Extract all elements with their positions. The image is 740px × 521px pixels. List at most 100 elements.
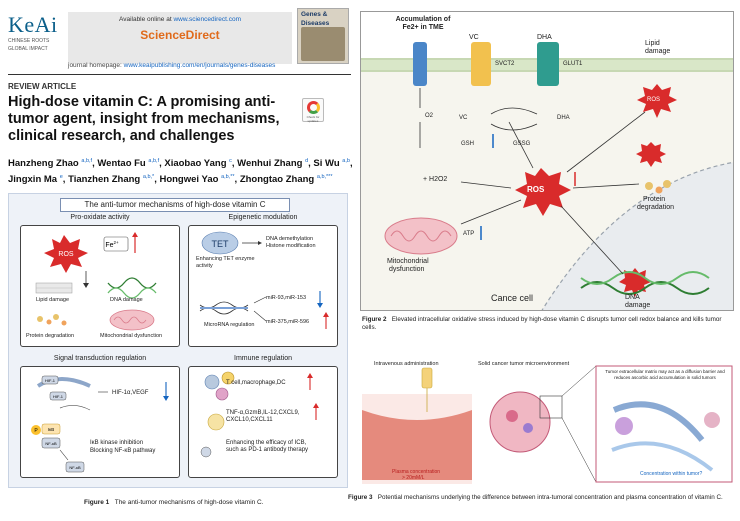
- vc-inside-label: VC: [459, 115, 468, 121]
- plasma-concentration-label-1: Plasma concentration: [392, 469, 441, 475]
- panel-epigenetic-heading: Epigenetic modulation: [228, 214, 298, 221]
- author-name: Wentao Fu: [97, 158, 149, 170]
- dna-damage-label-2: damage: [625, 302, 651, 309]
- vc-outside-label: VC: [469, 34, 479, 41]
- author-affiliation[interactable]: d: [305, 158, 309, 164]
- hif-box-1: [41, 375, 59, 385]
- dha-inside-label: DHA: [557, 115, 570, 121]
- dha-outside-label: DHA: [537, 34, 552, 41]
- tumor-cell-zoom-1: [615, 417, 633, 435]
- author-affiliation[interactable]: a,b,***: [316, 173, 333, 180]
- author-affiliation[interactable]: c: [229, 158, 232, 164]
- ros-lipid-label: ROS: [647, 97, 661, 103]
- update-icon: [307, 101, 320, 114]
- atp-label: ATP: [463, 231, 475, 237]
- mir-93-153-label: miR-93,miR-153: [266, 295, 307, 301]
- tet-enzyme-icon: [201, 231, 239, 255]
- keai-logo: KeAi CHINESE ROOTS GLOBAL IMPACT: [8, 14, 64, 62]
- author-affiliation[interactable]: a,b,**: [221, 173, 235, 180]
- tet-arrowhead: [258, 241, 262, 245]
- author-affiliation[interactable]: a,b,f: [148, 158, 160, 164]
- fe-h2o2-label: + H2O2: [423, 176, 448, 183]
- hif-box-2: [49, 391, 67, 401]
- tumor-cell-2: [523, 423, 533, 433]
- nfkb-tag: NF-κB: [45, 441, 57, 446]
- mitochondrial-dysfunction-label-1: Mitochondrial: [387, 258, 429, 265]
- figure-2: Accumulation of Fe2+ in TME VC DHA SVCT2…: [360, 11, 734, 311]
- matrix-barrier-label: Tumor extracellular matrix may act as a …: [605, 369, 725, 380]
- phosphate-icon: [31, 425, 41, 435]
- pathway-arrows: [419, 88, 646, 275]
- sciencedirect-banner: Available online at www.sciencedirect.co…: [68, 12, 292, 64]
- publisher-tagline-1: CHINESE ROOTS: [8, 38, 50, 44]
- author-affiliation[interactable]: a,b: [342, 158, 350, 164]
- protein-degradation-label: Protein degradation: [26, 333, 75, 339]
- lipid-damage-label-1: Lipid: [645, 40, 660, 47]
- author-affiliation[interactable]: a,b,*: [142, 173, 155, 180]
- dna-helix-icon: [580, 271, 710, 295]
- author-name: Tianzhen Zhang: [68, 173, 143, 185]
- mitochondria-icon: [109, 309, 155, 331]
- histone-modification-label: Histone modification: [266, 243, 316, 249]
- cover-title-1: Genes &: [301, 11, 328, 18]
- tumor-mass-icon: [489, 391, 551, 453]
- fe-up-arrowhead: [132, 232, 138, 237]
- antibody-icon: [200, 446, 212, 458]
- zoom-box: [539, 395, 563, 419]
- hif-down-arrowhead: [163, 396, 169, 401]
- dna-damage-label: DNA damage: [110, 297, 143, 303]
- fe-accumulation-label-1: Accumulation of: [395, 16, 451, 23]
- author-affiliation[interactable]: a,b,f: [81, 158, 93, 164]
- available-prefix: Available online at: [118, 16, 174, 23]
- cells-up-arrowhead: [307, 373, 313, 378]
- tet-activity-label: Enhancing TET enzyme activity: [196, 256, 255, 269]
- epigenetic-diagram: TET: [199, 231, 329, 329]
- cover-image: [301, 27, 345, 61]
- panel-signal: [20, 366, 180, 478]
- article-type: REVIEW ARTICLE: [8, 82, 77, 91]
- author-name: Hanzheng Zhao: [8, 158, 82, 170]
- sciencedirect-link[interactable]: www.sciencedirect.com: [173, 16, 241, 23]
- author-name: Wenhui Zhang: [237, 158, 306, 170]
- figure-2-diagram: [361, 42, 733, 310]
- prooxidant-diagram: ROS Fe2+: [35, 232, 157, 331]
- fe-accumulation-label-2: Fe2+ in TME: [402, 24, 444, 31]
- figure-3-caption-text: Potential mechanisms underlying the diff…: [377, 494, 723, 501]
- article-title: High-dose vitamin C: A promising anti-tu…: [8, 94, 280, 144]
- ikb-tag: IκB: [48, 427, 55, 432]
- author-affiliation[interactable]: e: [59, 173, 63, 180]
- ros-lipid-icon: [637, 84, 677, 118]
- publisher-name: KeAi: [8, 12, 58, 37]
- figure-3-label: Figure 3: [348, 494, 373, 501]
- immune-cells-label: T cell,macrophage,DC: [226, 380, 286, 386]
- cytokine-cell-icon: [207, 413, 225, 431]
- figure-1-title: The anti-tumor mechanisms of high-dose v…: [60, 198, 290, 212]
- microrna-regulation-label: MicroRNA regulation: [204, 322, 255, 328]
- ros-burst-icon: [515, 168, 571, 216]
- journal-cover: Genes & Diseases: [297, 8, 349, 64]
- homepage-link[interactable]: www.keaipublishing.com/en/journals/genes…: [123, 62, 276, 69]
- ecm-fibers-2: [611, 441, 714, 472]
- author-name: Zhongtao Zhang: [239, 173, 317, 185]
- cancer-cell-label: Cance cell: [491, 293, 534, 303]
- mir2-up-arrowhead: [323, 312, 329, 317]
- glut1-transporter-icon: [537, 42, 559, 86]
- figure-1-caption-text: The anti-tumor mechanisms of high-dose v…: [114, 499, 264, 506]
- zoom-line-2: [561, 417, 597, 483]
- publisher-tagline-2: GLOBAL IMPACT: [8, 46, 48, 52]
- iv-bag-icon: [421, 367, 433, 389]
- protein-degradation-label-2: degradation: [637, 204, 674, 211]
- dendritic-cell-icon: [215, 387, 229, 401]
- author-name: Jingxin Ma: [8, 173, 60, 185]
- check-for-updates-badge[interactable]: Check for updates: [302, 98, 324, 123]
- icb-label-2: such as PD-1 antibody therapy: [226, 447, 309, 453]
- dna-helix-icon: [107, 277, 157, 299]
- t-cell-icon: [204, 374, 220, 390]
- nfkb-box: [41, 437, 61, 449]
- dna-strand-icon: [199, 301, 249, 315]
- svct2-transporter-icon: [471, 42, 491, 86]
- panel-signal-heading: Signal transduction regulation: [53, 355, 147, 362]
- immune-diagram: [200, 371, 319, 458]
- tme-label: Solid cancer tumor microenvironment: [478, 361, 570, 367]
- mir-375-596-label: miR-375,miR-596: [266, 319, 310, 325]
